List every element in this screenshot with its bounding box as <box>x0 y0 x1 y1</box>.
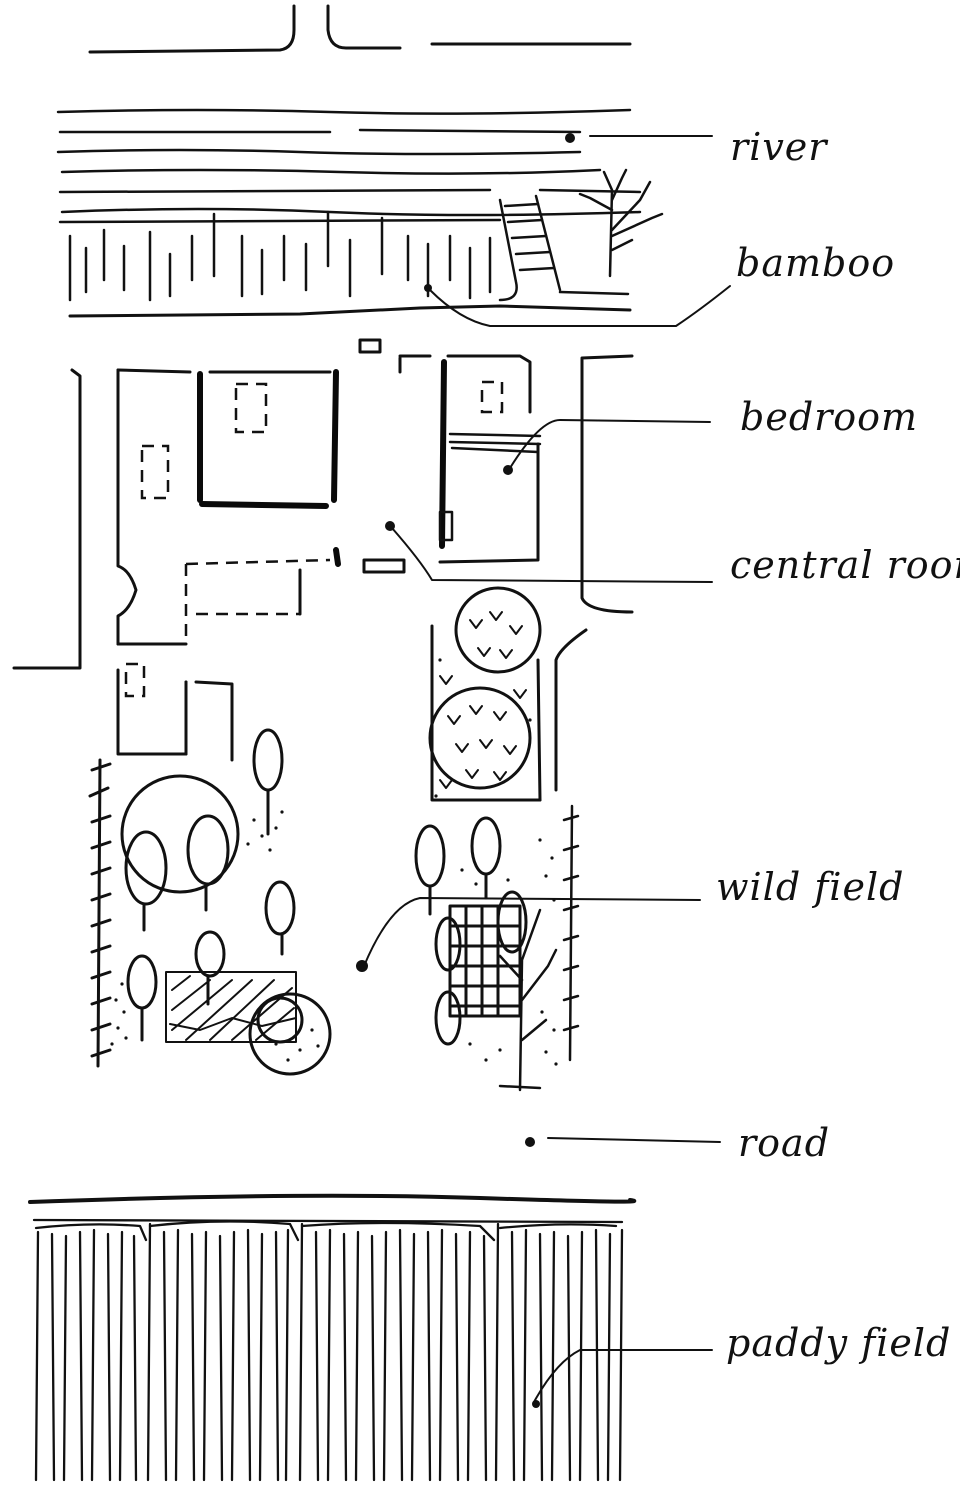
house-interior-walls <box>197 359 447 567</box>
wild-field-stipple-right <box>434 658 558 1066</box>
wild-field-right-shrubs <box>428 586 542 802</box>
label-road: road <box>738 1121 830 1165</box>
leader-dots <box>356 133 575 1408</box>
wild-field-bare-tree-icon <box>498 804 580 1092</box>
label-bamboo: bamboo <box>736 241 895 285</box>
central-room-solid <box>184 558 406 756</box>
wild-field-bed <box>165 971 297 1043</box>
label-central-room: central room <box>730 543 960 587</box>
wild-field-right-trees <box>414 816 528 1046</box>
leader-lines <box>363 135 731 1403</box>
house-door <box>358 338 402 374</box>
river-strokes <box>56 108 642 224</box>
label-bedroom: bedroom <box>740 395 918 439</box>
wild-field-fence <box>88 758 112 1068</box>
river-tree-icon <box>578 168 664 278</box>
label-paddy-field: paddy field <box>726 1321 951 1365</box>
bamboo-strokes <box>68 210 492 302</box>
central-room-dashed <box>184 558 331 640</box>
bedroom-bed-frame <box>438 432 542 542</box>
house-outline <box>12 354 634 792</box>
bamboo-ground-line <box>68 304 632 318</box>
wild-field-trees <box>120 728 332 1076</box>
paddy-field-strokes <box>32 1218 624 1482</box>
road-edge <box>28 1193 637 1204</box>
wild-field-stipple-left <box>110 810 320 1062</box>
label-river: river <box>730 125 829 169</box>
wild-field-shrub-marks <box>439 611 527 789</box>
entrance-lines <box>88 4 632 54</box>
river-steps <box>498 194 630 302</box>
bedroom-furniture <box>124 380 504 698</box>
label-wild-field: wild field <box>716 865 904 909</box>
